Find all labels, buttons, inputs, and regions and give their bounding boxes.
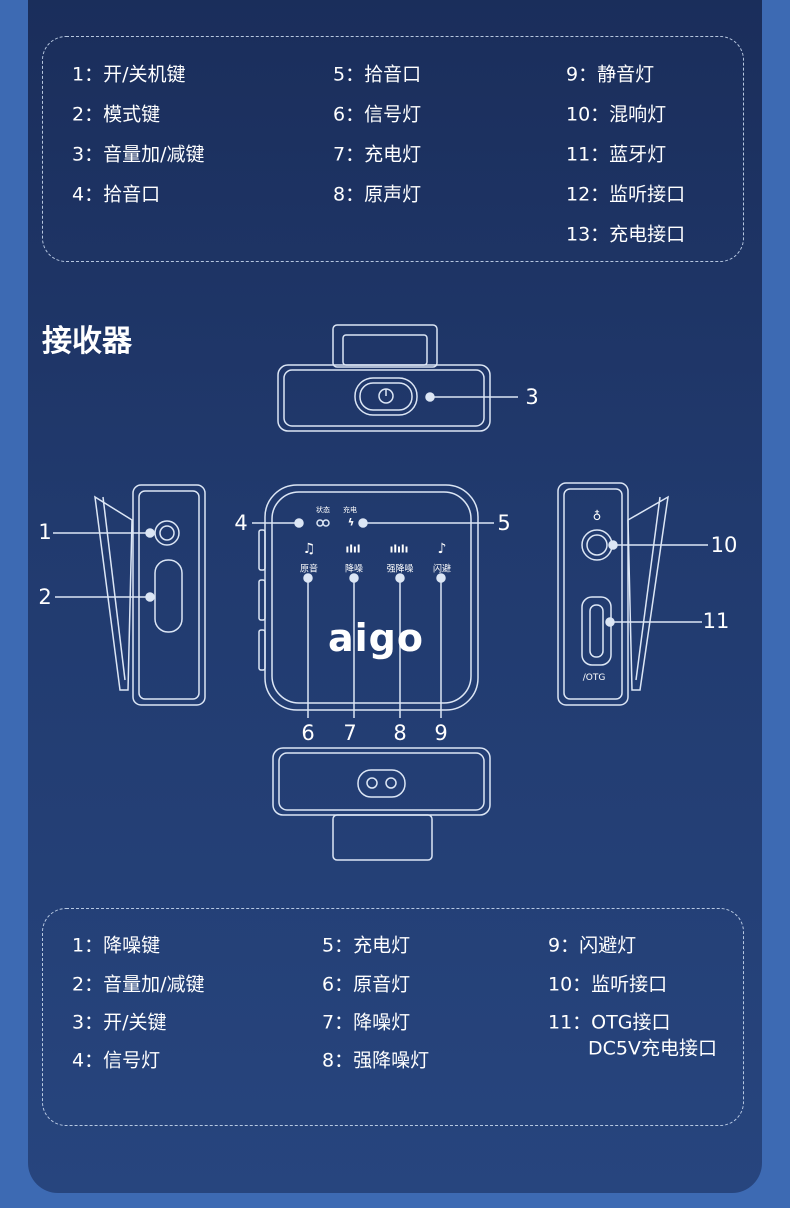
legend-item: 6：原音灯: [322, 973, 411, 996]
section-title: 接收器: [42, 324, 132, 359]
aigo-logo: aigo: [328, 616, 424, 660]
legend-item: 6：信号灯: [333, 103, 422, 126]
legend-item: 4：信号灯: [72, 1049, 161, 1072]
legend-item: 11：蓝牙灯: [566, 143, 667, 166]
callout-7: 7: [343, 721, 357, 745]
waveform-strong-icon: ılılı: [389, 542, 409, 556]
front-view: [252, 484, 494, 718]
waveform-icon: ılıl: [345, 542, 361, 556]
legend-item: 1：开/关机键: [72, 63, 186, 86]
callout-1: 1: [38, 520, 52, 544]
legend-item: 3：音量加/减键: [72, 143, 205, 166]
status-label: 状态: [316, 506, 330, 514]
legend-item: 12：监听接口: [566, 183, 686, 206]
legend-item: 7：充电灯: [333, 143, 422, 166]
legend-item: 10：混响灯: [566, 103, 667, 126]
legend-item: 7：降噪灯: [322, 1011, 411, 1034]
callout-9: 9: [434, 721, 448, 745]
music-note-icon: ♫: [302, 541, 316, 557]
legend-item: 13：充电接口: [566, 223, 686, 246]
bottom-view: [272, 747, 491, 861]
legend-item: 11：OTG接口: [548, 1011, 671, 1034]
lightning-icon: ϟ: [347, 517, 355, 529]
callout-3: 3: [525, 385, 539, 409]
right-side-view: [557, 482, 708, 706]
legend-item: 3：开/关键: [72, 1011, 167, 1034]
legend-item: 8：原声灯: [333, 183, 422, 206]
legend-item: DC5V充电接口: [588, 1037, 717, 1060]
mode-label: 闪避: [432, 564, 452, 575]
callout-5: 5: [497, 511, 511, 535]
legend-item: 2：音量加/减键: [72, 973, 205, 996]
left-side-view: [53, 484, 206, 706]
legend-item: 2：模式键: [72, 103, 161, 126]
otg-label: /OTG: [582, 673, 606, 683]
legend-item: 9：闪避灯: [548, 934, 637, 957]
callout-6: 6: [301, 721, 315, 745]
mode-label: 降噪: [344, 564, 364, 575]
legend-item: 5：拾音口: [333, 63, 422, 86]
mode-label: 强降噪: [386, 564, 414, 575]
callout-10: 10: [710, 533, 738, 557]
callout-2: 2: [38, 585, 52, 609]
callout-4: 4: [234, 511, 248, 535]
ducking-icon: ♪: [437, 541, 447, 557]
receiver-legend-box: [42, 908, 744, 1126]
transmitter-legend-box: [42, 36, 744, 262]
legend-item: 1：降噪键: [72, 934, 161, 957]
legend-item: 10：监听接口: [548, 973, 668, 996]
callout-11: 11: [702, 609, 730, 633]
legend-item: 5：充电灯: [322, 934, 411, 957]
callout-8: 8: [393, 721, 407, 745]
legend-item: 8：强降噪灯: [322, 1049, 430, 1072]
charge-label: 充电: [343, 506, 357, 514]
legend-item: 9：静音灯: [566, 63, 655, 86]
legend-item: 4：拾音口: [72, 183, 161, 206]
top-view: [277, 324, 518, 432]
mode-label: 原音: [299, 564, 319, 575]
headphone-icon: ♁: [592, 509, 602, 523]
